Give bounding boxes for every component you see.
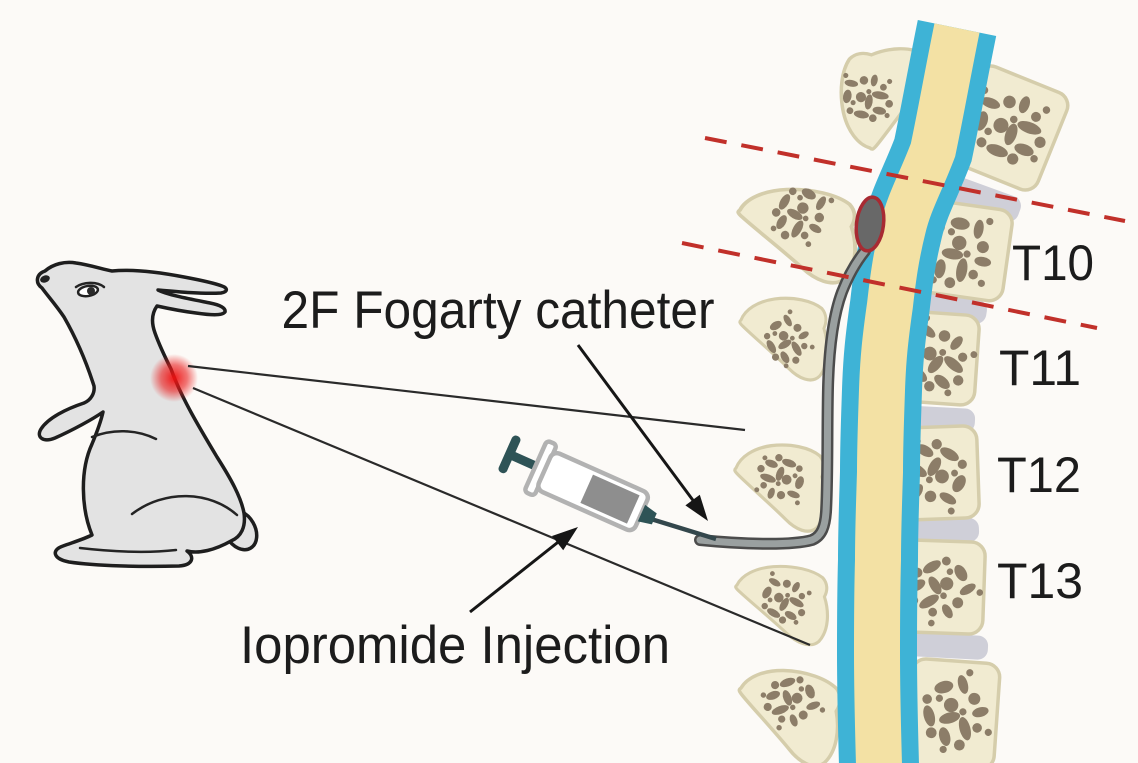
injury-spot [150, 354, 198, 402]
rabbit-eyelash [74, 281, 106, 289]
rabbit-nose [40, 275, 50, 283]
rabbit-body [35, 260, 247, 569]
spinal-cord [853, 23, 980, 763]
rabbit-foot-line [78, 546, 178, 553]
syringe [498, 435, 657, 533]
rabbit-illustration [35, 260, 259, 569]
spine-diagram [681, 19, 1126, 763]
needle [650, 516, 717, 542]
injection-arrow [469, 527, 578, 614]
catheter-arrow [576, 344, 708, 521]
syringe-thumb-rest [498, 435, 521, 474]
zoom-indicator-line-lower [192, 386, 811, 647]
label-t13: T13 [997, 553, 1083, 609]
label-t12: T12 [997, 447, 1081, 503]
label-t11: T11 [999, 340, 1081, 396]
label-catheter: 2F Fogarty catheter [282, 281, 715, 340]
label-t10: T10 [1012, 235, 1094, 291]
syringe-contrast-fluid [580, 474, 640, 524]
label-injection: Iopromide Injection [240, 616, 670, 675]
zoom-indicator-line-upper [187, 364, 746, 432]
syringe-tip [637, 504, 657, 525]
catheter-tube [694, 245, 871, 550]
balloon-catheter-tip [854, 195, 886, 253]
dashed-level-line-lower [681, 241, 1098, 330]
rabbit-arm-line [90, 429, 158, 441]
rabbit-haunch-line [130, 494, 239, 517]
catheter-arrowhead [685, 494, 708, 521]
rabbit-pupil [87, 287, 95, 295]
injection-arrowhead [552, 527, 578, 551]
